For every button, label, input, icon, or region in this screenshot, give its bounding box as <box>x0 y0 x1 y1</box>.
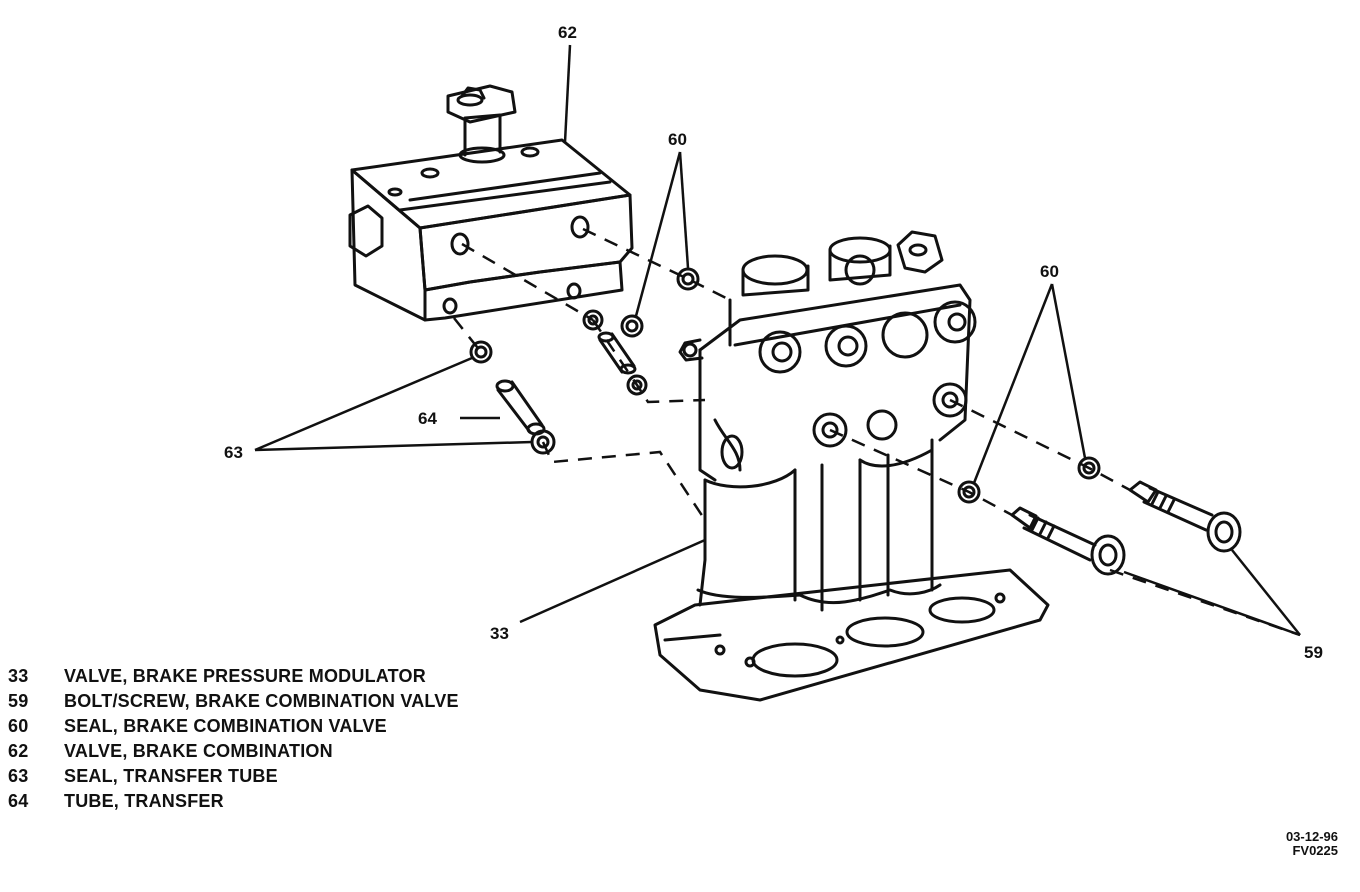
callout-33: 33 <box>490 624 509 643</box>
callout-62: 62 <box>558 23 577 42</box>
stamp-date: 03-12-96 <box>1285 829 1338 844</box>
brake-pressure-modulator-valve <box>653 230 1050 702</box>
callout-59: 59 <box>1304 643 1323 662</box>
seals <box>469 267 1101 504</box>
callout-60-right: 60 <box>1040 262 1059 281</box>
callout-60-top: 60 <box>668 130 687 149</box>
figure-stamp: 03-12-96 FV0225 <box>1286 830 1338 858</box>
transfer-tubes <box>495 331 637 436</box>
leader-lines <box>254 44 1301 637</box>
bolts <box>1010 480 1242 576</box>
brake-combination-valve <box>348 84 634 322</box>
callout-63: 63 <box>224 443 243 462</box>
alignment-lines <box>453 227 1301 637</box>
callout-64: 64 <box>418 409 437 428</box>
stamp-code: FV0225 <box>1292 843 1338 858</box>
